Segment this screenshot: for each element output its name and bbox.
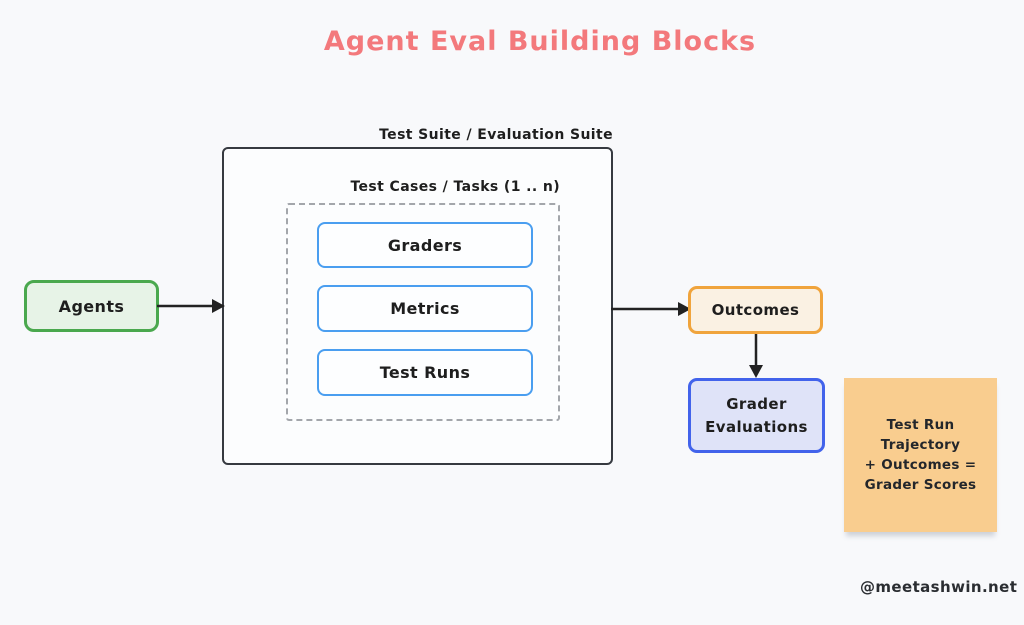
sticky-note-line: Trajectory bbox=[880, 436, 961, 453]
agents-box: Agents bbox=[24, 280, 159, 332]
arrow-outcomes-to-grader-evaluations bbox=[749, 334, 763, 378]
outcomes-box: Outcomes bbox=[688, 286, 823, 334]
arrow-agents-to-suite bbox=[157, 299, 225, 313]
sticky-note-line: + Outcomes = bbox=[864, 457, 977, 473]
test-suite-label: Test Suite / Evaluation Suite bbox=[379, 127, 613, 143]
metrics-box: Metrics bbox=[317, 285, 533, 332]
diagram-title: Agent Eval Building Blocks bbox=[323, 26, 757, 57]
test-cases-label: Test Cases / Tasks (1 .. n) bbox=[350, 179, 560, 195]
attribution-text: @meetashwin.net bbox=[860, 578, 1018, 596]
sticky-note: Test Run Trajectory + Outcomes = Grader … bbox=[844, 378, 997, 532]
grader-evaluations-box: Grader Evaluations bbox=[688, 378, 825, 453]
arrow-suite-to-outcomes bbox=[611, 302, 691, 316]
sticky-note-line: Grader Scores bbox=[864, 477, 977, 494]
sticky-note-line: Test Run bbox=[886, 416, 955, 433]
test-runs-box: Test Runs bbox=[317, 349, 533, 396]
graders-box: Graders bbox=[317, 222, 533, 268]
test-cases-box bbox=[286, 203, 560, 421]
